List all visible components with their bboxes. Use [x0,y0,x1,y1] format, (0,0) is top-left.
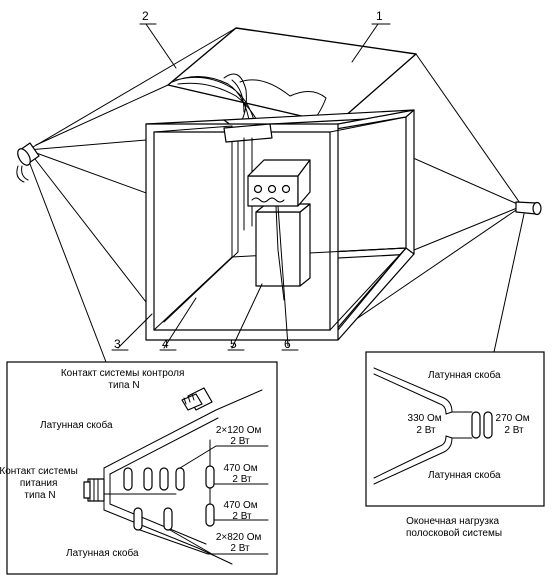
strip-line-assembly: 1 2 3 4 5 6 [16,9,542,363]
leader-to-right-inset [493,213,525,353]
right-inset-termination: Латунная скоба 330 Ом 2 Вт 270 Ом 2 Вт Л… [365,351,545,507]
left-inset-power-feed: Контакт системы контроля типа N Латунная… [0,361,278,575]
right-taper-line [329,53,523,338]
resistor-column-right [205,439,215,527]
cable-bundle [171,73,263,131]
upper-plate [167,27,417,125]
resistor-row-lower [133,507,173,531]
right-brass-top-label: Латунная скоба [428,369,501,381]
callout-3: 3 [114,337,121,351]
power-contact-label: Контакт системы питания типа N [0,466,81,501]
r-270-label: 270 Ом 2 Вт [496,413,533,436]
brass-bottom-label: Латунная скоба [66,547,139,559]
monitoring-unit [247,159,311,301]
r-470-a-label: 470 Ом 2 Вт [224,463,261,485]
right-brass-bottom-label: Латунная скоба [428,469,501,481]
callout-1: 1 [376,9,383,23]
power-connector [83,478,105,502]
r-2x120-label: 2×120 Ом 2 Вт [216,425,264,447]
callout-5: 5 [230,337,237,351]
left-inset-frame [6,361,278,575]
callout-4: 4 [162,337,169,351]
r-470-b-label: 470 Ом 2 Вт [224,500,261,522]
right-coax-connector [515,201,542,216]
callout-2: 2 [142,9,149,23]
callout-6: 6 [284,337,291,351]
left-taper-line-outer [35,84,169,146]
callout-leaders [111,23,391,351]
termination-resistors [451,411,493,439]
resistor-row-upper [103,467,185,495]
mount-bracket [223,123,273,143]
r-2x820-label: 2×820 Ом 2 Вт [216,532,264,554]
leader-to-left-inset [29,163,107,363]
termination-caption: Оконечная нагрузка полосковой системы [406,516,502,539]
control-contact-label: Контакт системы контроля типа N [61,368,187,391]
brass-top-label: Латунная скоба [40,419,113,431]
r-330-label: 330 Ом 2 Вт [408,413,445,436]
control-connector [181,387,213,411]
frame-inner-edges [153,116,407,331]
left-coax-connector [16,142,40,183]
